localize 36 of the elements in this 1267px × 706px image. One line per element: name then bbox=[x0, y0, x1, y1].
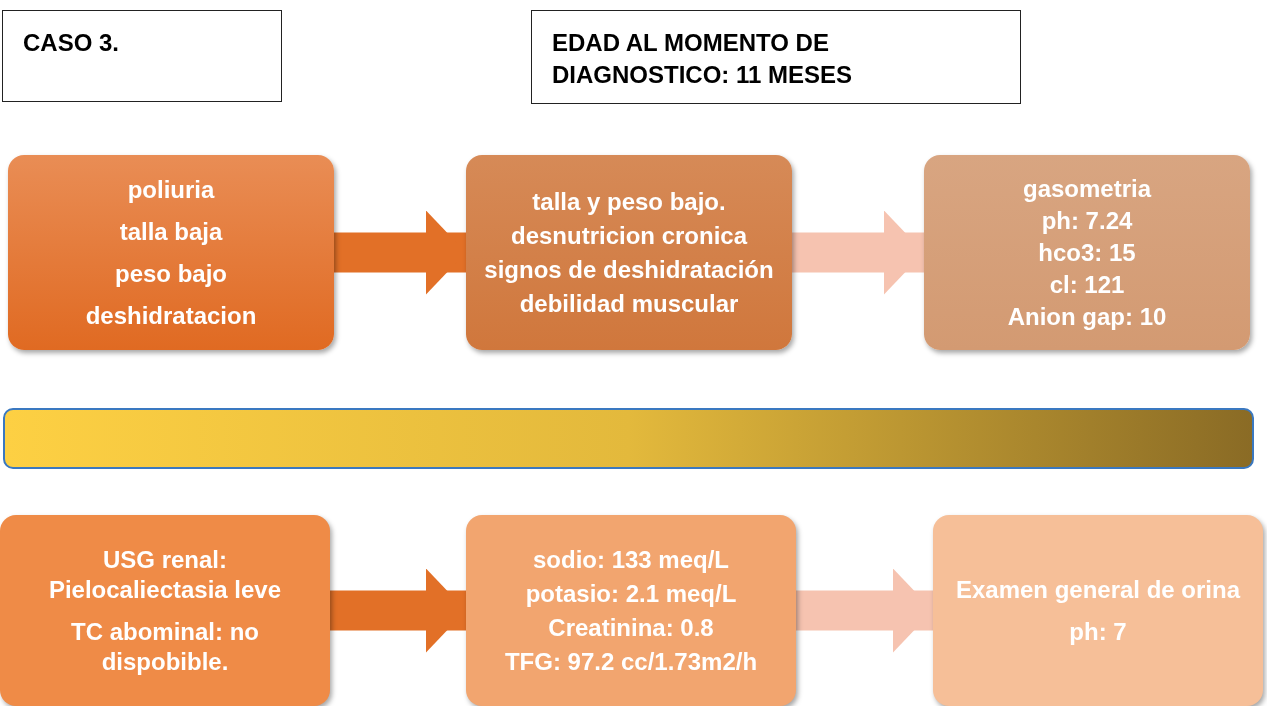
arrow bbox=[796, 568, 933, 653]
header-box bbox=[2, 10, 282, 102]
node-text: Anion gap: 10 bbox=[1007, 301, 1167, 332]
node-text: desnutricion cronica bbox=[510, 220, 748, 251]
node-text: signos de deshidratación bbox=[484, 254, 774, 285]
process-box bbox=[924, 155, 1250, 350]
arrow bbox=[792, 210, 924, 295]
process-box bbox=[466, 155, 792, 350]
node-text: Examen general de orina bbox=[955, 574, 1241, 605]
node-text: ph: 7 bbox=[1069, 616, 1127, 647]
process-box bbox=[0, 515, 330, 706]
node-text: Creatinina: 0.8 bbox=[548, 612, 714, 643]
node-text: ph: 7.24 bbox=[1041, 205, 1133, 236]
node-text: talla baja bbox=[119, 216, 223, 247]
gradient-bar bbox=[3, 408, 1254, 469]
node-text: poliuria bbox=[127, 174, 215, 205]
node-text: peso bajo bbox=[115, 258, 227, 289]
node-text: EDAD AL MOMENTO DE DIAGNOSTICO: 11 MESES bbox=[552, 28, 854, 90]
node-text: cl: 121 bbox=[1049, 269, 1125, 300]
header-box bbox=[531, 10, 1021, 104]
node-text: potasio: 2.1 meq/L bbox=[525, 578, 737, 609]
process-box bbox=[933, 515, 1263, 706]
node-text: USG renal: Pielocaliectasia leve bbox=[47, 544, 283, 605]
node-text: debilidad muscular bbox=[519, 288, 739, 319]
node-text: talla y peso bajo. bbox=[532, 186, 726, 217]
process-box bbox=[8, 155, 334, 350]
arrow bbox=[334, 210, 466, 295]
node-text: TC abominal: no dispobible. bbox=[70, 616, 260, 677]
node-text: hco3: 15 bbox=[1038, 237, 1136, 268]
node-text: gasometria bbox=[1022, 173, 1152, 204]
arrow bbox=[330, 568, 466, 653]
node-text: TFG: 97.2 cc/1.73m2/h bbox=[504, 646, 758, 677]
node-text: sodio: 133 meq/L bbox=[532, 544, 729, 575]
node-text: CASO 3. bbox=[23, 28, 120, 58]
process-box bbox=[466, 515, 796, 706]
node-text: deshidratacion bbox=[85, 300, 257, 331]
